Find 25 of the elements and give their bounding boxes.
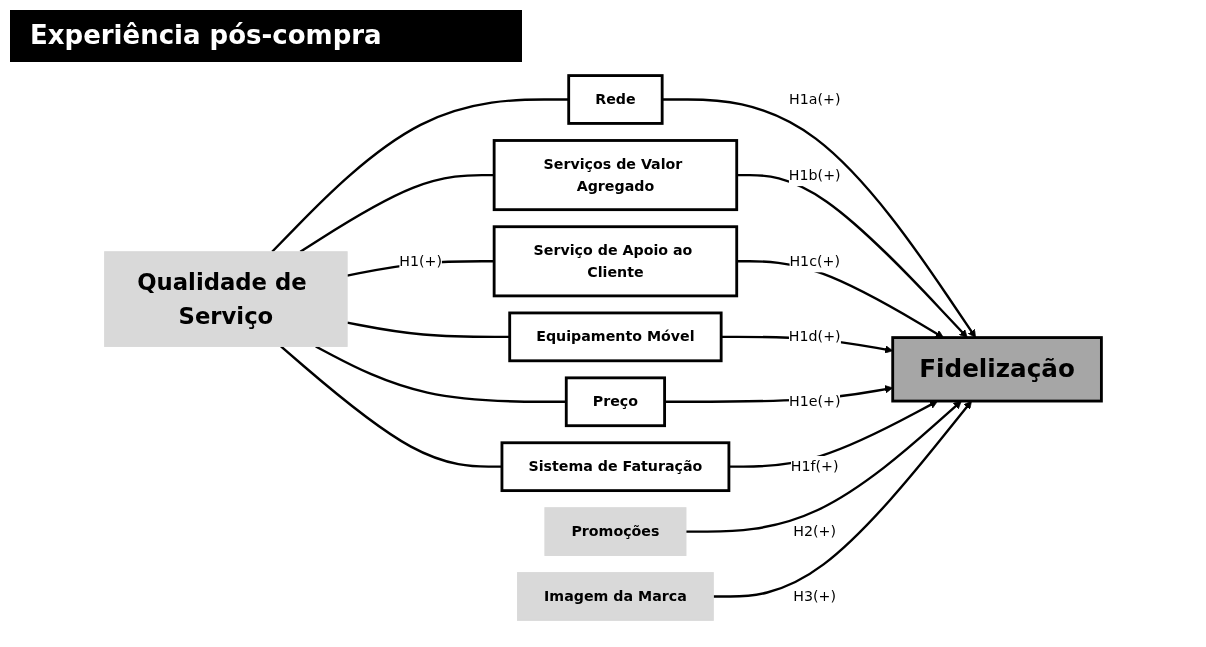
connector [271, 98, 569, 253]
node-box: Serviços de Valor Agregado [492, 139, 739, 212]
node-box: Promoções [544, 507, 687, 556]
node-box: Sistema de Faturação [500, 441, 731, 493]
edge-label: H1a(+) [788, 90, 841, 108]
edge-label: H1d(+) [788, 328, 841, 346]
node-box: Equipamento Móvel [508, 311, 723, 363]
node-box: Serviço de Apoio ao Cliente [492, 225, 739, 298]
edge-label: H1c(+) [789, 252, 840, 270]
connector [299, 173, 495, 253]
connector [346, 321, 510, 339]
node-box: Rede [567, 74, 664, 125]
node-box: Qualidade de Serviço [104, 251, 348, 347]
edge-label: H2(+) [793, 522, 837, 540]
edge-label: H3(+) [793, 587, 837, 605]
edge-label: H1b(+) [788, 166, 841, 184]
edge-label: H1f(+) [790, 457, 839, 475]
node-box: Fidelização [891, 336, 1103, 403]
connector [280, 345, 502, 468]
edge-label: H1e(+) [788, 393, 841, 411]
node-box: Preço [564, 376, 666, 428]
edge-label: H1(+) [399, 252, 443, 270]
node-box: Imagem da Marca [517, 572, 714, 621]
title-banner: Experiência pós-compra [10, 10, 522, 62]
connector [315, 345, 567, 403]
